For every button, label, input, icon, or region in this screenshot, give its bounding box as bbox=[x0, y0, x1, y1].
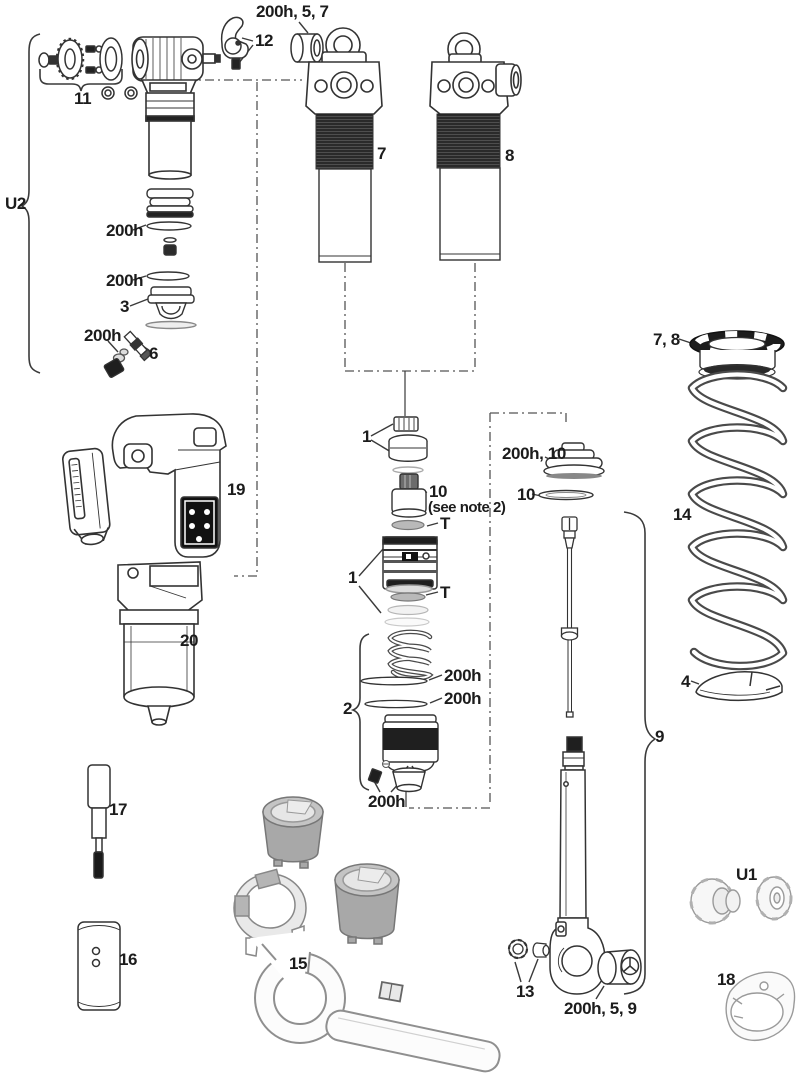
part-10-adjuster bbox=[391, 473, 427, 518]
part-t-ring-lower bbox=[390, 592, 426, 602]
part-3-piston bbox=[145, 286, 197, 330]
label-19: 19 bbox=[227, 480, 246, 499]
label-16: 16 bbox=[119, 950, 138, 969]
part-20-remote-body bbox=[117, 561, 203, 726]
part-bushing-200h-5-7 bbox=[290, 33, 324, 63]
part-17-tool-rod bbox=[87, 764, 111, 879]
tool-wrench bbox=[250, 930, 501, 1073]
label-200h-c: 200h bbox=[84, 326, 122, 345]
part-2-orings bbox=[360, 676, 428, 709]
label-20: 20 bbox=[180, 631, 199, 650]
part-1-seal-head bbox=[388, 416, 428, 474]
rebound-shaft bbox=[560, 516, 579, 718]
part-4-spring-clip bbox=[695, 671, 783, 702]
part-12-lever bbox=[220, 16, 249, 70]
part-preload-collar bbox=[689, 330, 785, 380]
label-200h-a: 200h bbox=[106, 221, 144, 240]
label-u1: U1 bbox=[736, 865, 757, 884]
damper-body bbox=[549, 736, 606, 995]
label-7-8: 7, 8 bbox=[653, 330, 680, 349]
label-200h-e: 200h bbox=[444, 689, 482, 708]
faint-rings bbox=[384, 604, 430, 627]
label-9: 9 bbox=[655, 727, 665, 746]
label-17: 17 bbox=[109, 800, 128, 819]
part-u1-hardware bbox=[689, 875, 793, 925]
label-14: 14 bbox=[673, 505, 692, 524]
part-11-mount-hardware bbox=[38, 37, 138, 100]
label-bushing-top: 200h, 5, 7 bbox=[256, 2, 329, 21]
label-200h-d: 200h bbox=[444, 666, 482, 685]
label-u2: U2 bbox=[5, 194, 26, 213]
label-200h-10: 200h, 10 bbox=[502, 444, 566, 463]
label-8: 8 bbox=[505, 146, 515, 165]
label-1-top: 1 bbox=[362, 427, 372, 446]
label-13: 13 bbox=[516, 982, 535, 1001]
label-11: 11 bbox=[74, 89, 92, 108]
brace-11 bbox=[39, 69, 123, 92]
part-bushing-lower bbox=[597, 949, 642, 985]
label-200h-5-9: 200h, 5, 9 bbox=[564, 999, 637, 1018]
left-shock-assembly bbox=[131, 36, 221, 180]
tool-socket-lower bbox=[334, 863, 400, 945]
label-12: 12 bbox=[255, 31, 274, 50]
label-10-ring: 10 bbox=[517, 485, 536, 504]
part-bumper-stack bbox=[543, 442, 605, 479]
label-7: 7 bbox=[377, 144, 387, 163]
label-18: 18 bbox=[717, 970, 736, 989]
label-6: 6 bbox=[149, 344, 159, 363]
label-200h-b: 200h bbox=[106, 271, 144, 290]
label-3: 3 bbox=[120, 297, 130, 316]
part-2-piston bbox=[382, 714, 439, 772]
assembly-centerlines bbox=[186, 79, 567, 809]
part-18-spacer bbox=[725, 971, 796, 1042]
part-1-air-can bbox=[382, 536, 438, 594]
part-6-valve bbox=[103, 330, 153, 378]
part-8-shock bbox=[429, 32, 522, 261]
label-15: 15 bbox=[289, 954, 308, 973]
label-see-note-2: (see note 2) bbox=[428, 499, 506, 516]
brace-9 bbox=[623, 511, 657, 995]
group-braces bbox=[20, 33, 657, 995]
label-t-lower: T bbox=[440, 583, 450, 602]
brace-2 bbox=[350, 633, 370, 791]
label-1-bottom: 1 bbox=[348, 568, 358, 587]
part-14-coil-spring bbox=[687, 370, 788, 671]
part-16-canister bbox=[77, 921, 121, 1011]
seal-head-stack bbox=[146, 188, 194, 281]
part-7-shock bbox=[305, 27, 383, 263]
tool-crown-ring bbox=[233, 868, 307, 958]
part-10-ring bbox=[538, 489, 594, 501]
label-200h-f: 200h bbox=[368, 792, 406, 811]
label-2: 2 bbox=[343, 699, 353, 718]
label-4: 4 bbox=[681, 672, 691, 691]
part-t-ring-upper bbox=[391, 519, 425, 531]
part-2-rebound-spring bbox=[387, 629, 434, 681]
label-t-upper: T bbox=[440, 514, 450, 533]
part-13-fittings bbox=[507, 938, 550, 960]
label-10: 10 bbox=[429, 482, 448, 501]
brace-u2 bbox=[20, 33, 41, 374]
part-19-remote-module bbox=[61, 413, 227, 558]
part-2-rebound-cap bbox=[367, 760, 426, 793]
tool-socket-upper bbox=[262, 796, 324, 869]
